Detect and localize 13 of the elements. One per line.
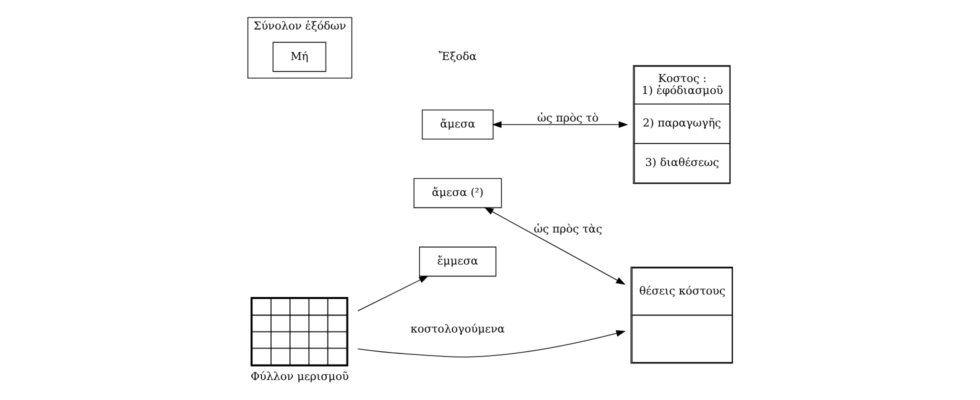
arrow (357, 330, 626, 358)
node-label: Φύλλον μερισμοῦ (250, 370, 349, 383)
node-box: Μή (272, 42, 326, 72)
edge-label: ὡς πρὸς τὰς (534, 222, 602, 236)
node-box: ἄμεσα (422, 110, 494, 140)
arrow (492, 121, 628, 128)
label: Ἔξοδα (438, 50, 477, 63)
arrow (358, 276, 429, 312)
label: κοστολογούμενα (410, 322, 505, 336)
node-box: ἔμμεσα (419, 246, 496, 277)
arrow (484, 207, 626, 285)
edge-label: ὡς πρὸς τὸ (537, 112, 599, 125)
node-box: ἄμεσα (²) (414, 178, 502, 208)
